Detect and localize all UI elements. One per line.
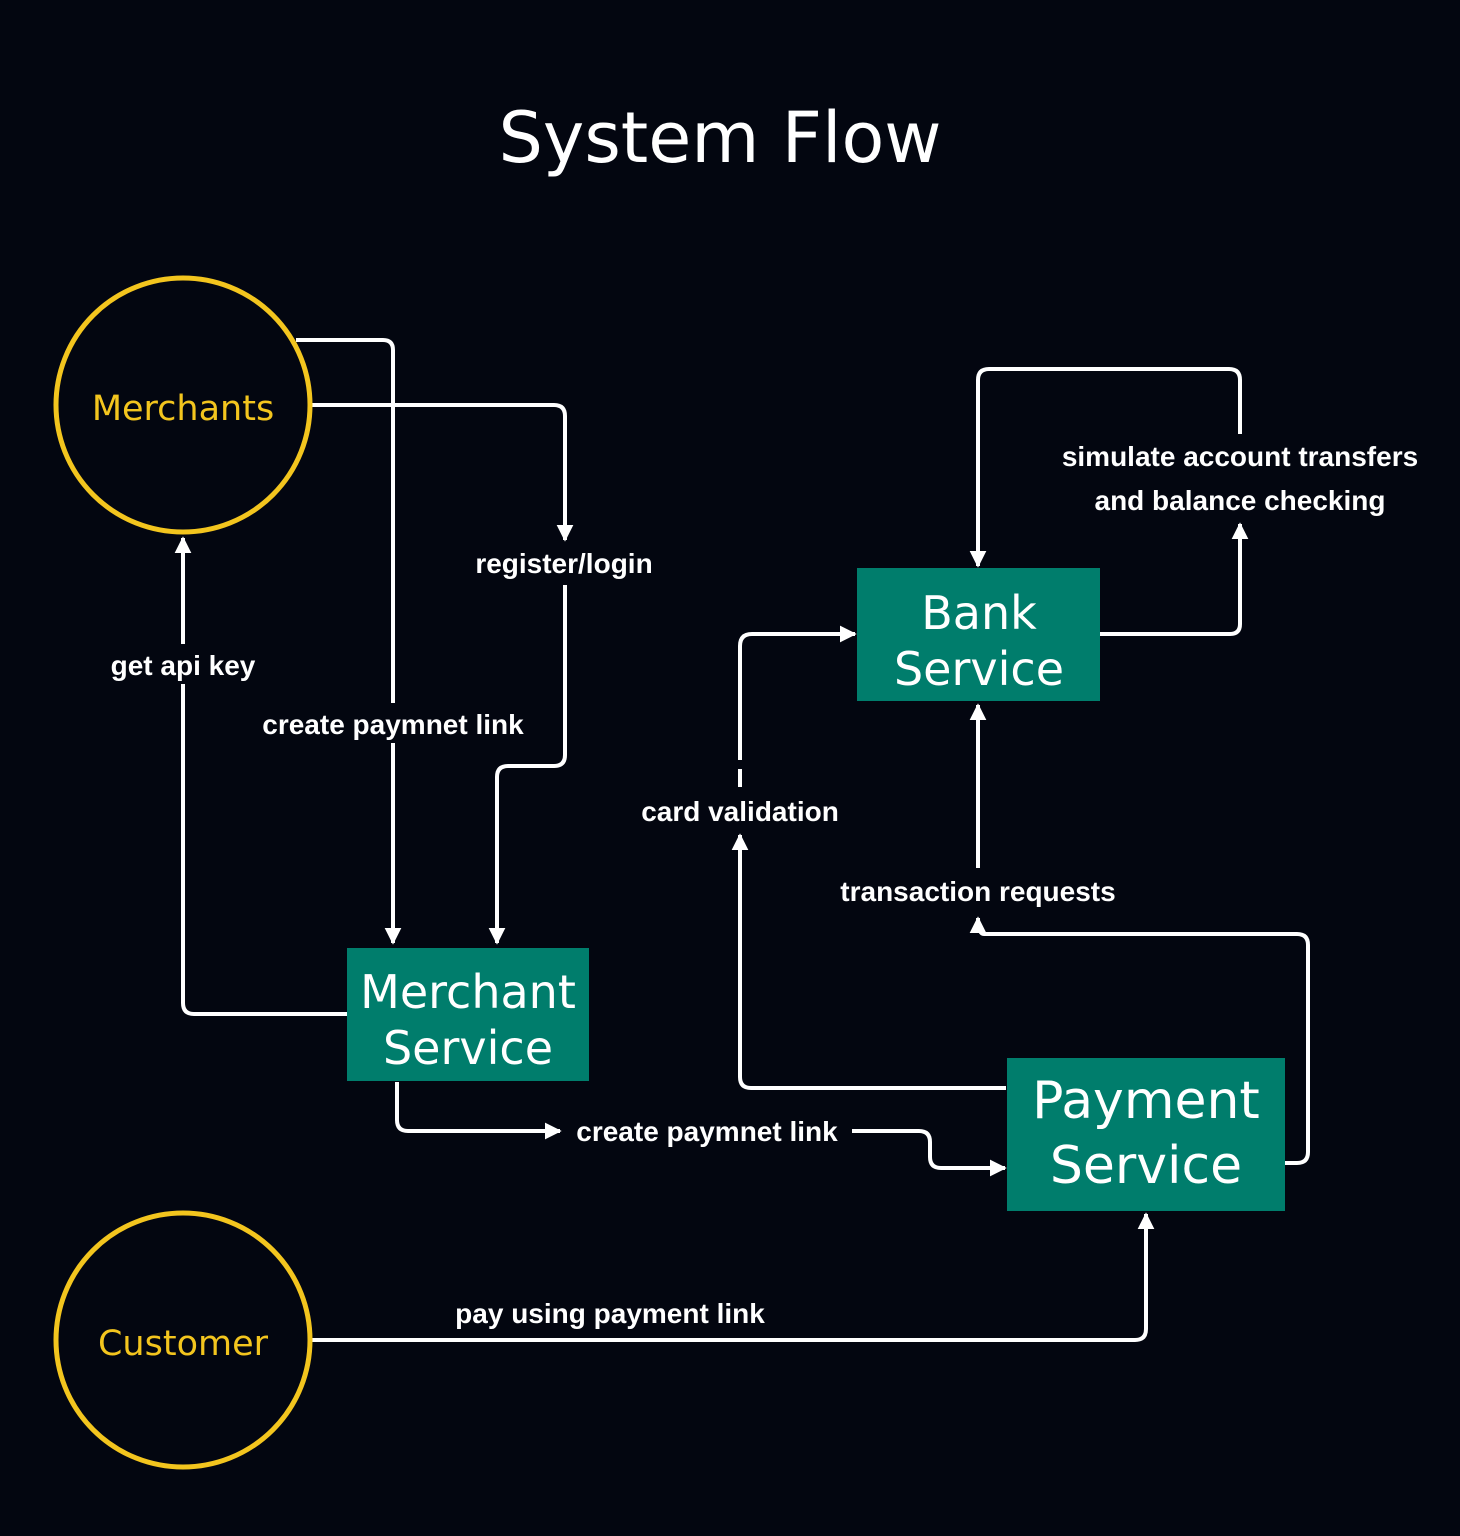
label-transaction-requests: transaction requests	[824, 870, 1134, 912]
edge-card-validation-continue	[738, 634, 855, 787]
service-merchant-line1: Merchant	[360, 965, 576, 1019]
service-payment-line1: Payment	[1032, 1071, 1260, 1131]
actor-merchants: Merchants	[53, 275, 313, 535]
edge-simulate-out	[1100, 522, 1249, 636]
label-get-api-key: get api key	[102, 644, 264, 684]
edge-card-validation	[731, 833, 1006, 1090]
label-simulate: simulate account transfers and balance c…	[1040, 436, 1442, 520]
label-simulate-line2: and balance checking	[1095, 485, 1386, 516]
service-bank-line1: Bank	[921, 586, 1037, 640]
edge-create-link-merchant	[296, 338, 402, 945]
service-bank: Bank Service	[857, 568, 1100, 701]
edge-transaction-requests	[969, 916, 1310, 1165]
label-pay-link: pay using payment link	[455, 1298, 765, 1329]
label-create-link-payment: create paymnet link	[562, 1110, 852, 1150]
label-create-link-merchant-text: create paymnet link	[262, 709, 524, 740]
label-create-link-payment-text: create paymnet link	[576, 1116, 838, 1147]
service-merchant-line2: Service	[383, 1021, 553, 1075]
edge-simulate-in	[969, 367, 1242, 568]
actor-merchants-label: Merchants	[92, 389, 274, 429]
edge-register-login	[310, 403, 574, 542]
edge-register-login-continue	[488, 585, 567, 945]
label-create-link-merchant: create paymnet link	[246, 703, 540, 743]
label-card-validation: card validation	[628, 790, 852, 832]
edge-get-api-key	[174, 536, 347, 1016]
label-get-api-key-text: get api key	[111, 650, 256, 681]
label-register-login-text: register/login	[475, 548, 652, 579]
label-register-login: register/login	[464, 542, 664, 582]
actor-customer: Customer	[53, 1210, 313, 1470]
edge-create-link-payment-continue	[852, 1129, 1007, 1177]
edge-create-link-payment	[395, 1082, 562, 1140]
service-payment: Payment Service	[1007, 1058, 1285, 1211]
diagram-title: System Flow	[498, 97, 941, 179]
label-card-validation-text: card validation	[641, 796, 839, 827]
edge-pay-link	[312, 1212, 1155, 1342]
label-simulate-line1: simulate account transfers	[1062, 441, 1418, 472]
service-bank-line2: Service	[894, 642, 1064, 696]
service-payment-line2: Service	[1050, 1136, 1242, 1196]
label-pay-link-text: pay using payment link	[455, 1298, 765, 1329]
service-merchant: Merchant Service	[347, 948, 589, 1081]
actor-customer-label: Customer	[98, 1324, 269, 1364]
label-transaction-requests-text: transaction requests	[840, 876, 1115, 907]
